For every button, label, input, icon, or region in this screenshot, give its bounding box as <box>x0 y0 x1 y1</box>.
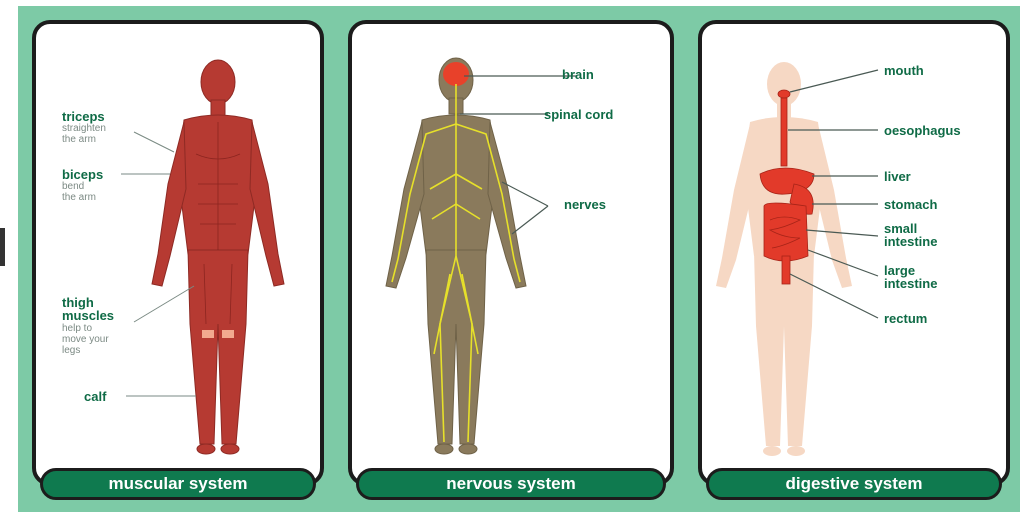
brain-icon <box>443 62 469 86</box>
nervous-figure <box>352 24 670 482</box>
nervous-system-card: brain spinal cord nerves nervous system <box>348 20 674 486</box>
diagram-board: triceps straighten the arm biceps bend t… <box>18 6 1020 512</box>
biceps-description-line-1: bend <box>62 182 84 192</box>
large-intestine-label-line-2: intestine <box>884 277 937 290</box>
intestine-icon <box>764 203 808 261</box>
biceps-label: biceps <box>62 168 103 181</box>
biceps-description-line-2: the arm <box>62 193 96 203</box>
rectum-icon <box>782 256 790 284</box>
mouth-icon <box>778 90 790 98</box>
brain-label: brain <box>562 68 594 81</box>
nerves-label: nerves <box>564 198 606 211</box>
mouth-label: mouth <box>884 64 924 77</box>
digestive-figure <box>702 24 1006 482</box>
small-intestine-label-line-2: intestine <box>884 235 937 248</box>
spinal-cord-label: spinal cord <box>544 108 613 121</box>
thigh-description-line-3: legs <box>62 346 80 356</box>
rectum-label: rectum <box>884 312 927 325</box>
digestive-system-card: mouth oesophagus liver stomach small int… <box>698 20 1010 486</box>
triceps-description-line-1: straighten <box>62 124 106 134</box>
muscular-figure <box>36 24 320 482</box>
liver-label: liver <box>884 170 911 183</box>
stomach-label: stomach <box>884 198 937 211</box>
nervous-system-title: nervous system <box>356 468 666 500</box>
thigh-description-line-2: move your <box>62 335 109 345</box>
muscular-system-card: triceps straighten the arm biceps bend t… <box>32 20 324 486</box>
thigh-muscles-label-line-2: muscles <box>62 309 114 322</box>
muscular-system-title: muscular system <box>40 468 316 500</box>
edge-mark <box>0 228 5 266</box>
triceps-description-line-2: the arm <box>62 135 96 145</box>
calf-label: calf <box>84 390 106 403</box>
digestive-system-title: digestive system <box>706 468 1002 500</box>
triceps-label: triceps <box>62 110 105 123</box>
oesophagus-label: oesophagus <box>884 124 961 137</box>
thigh-description-line-1: help to <box>62 324 92 334</box>
